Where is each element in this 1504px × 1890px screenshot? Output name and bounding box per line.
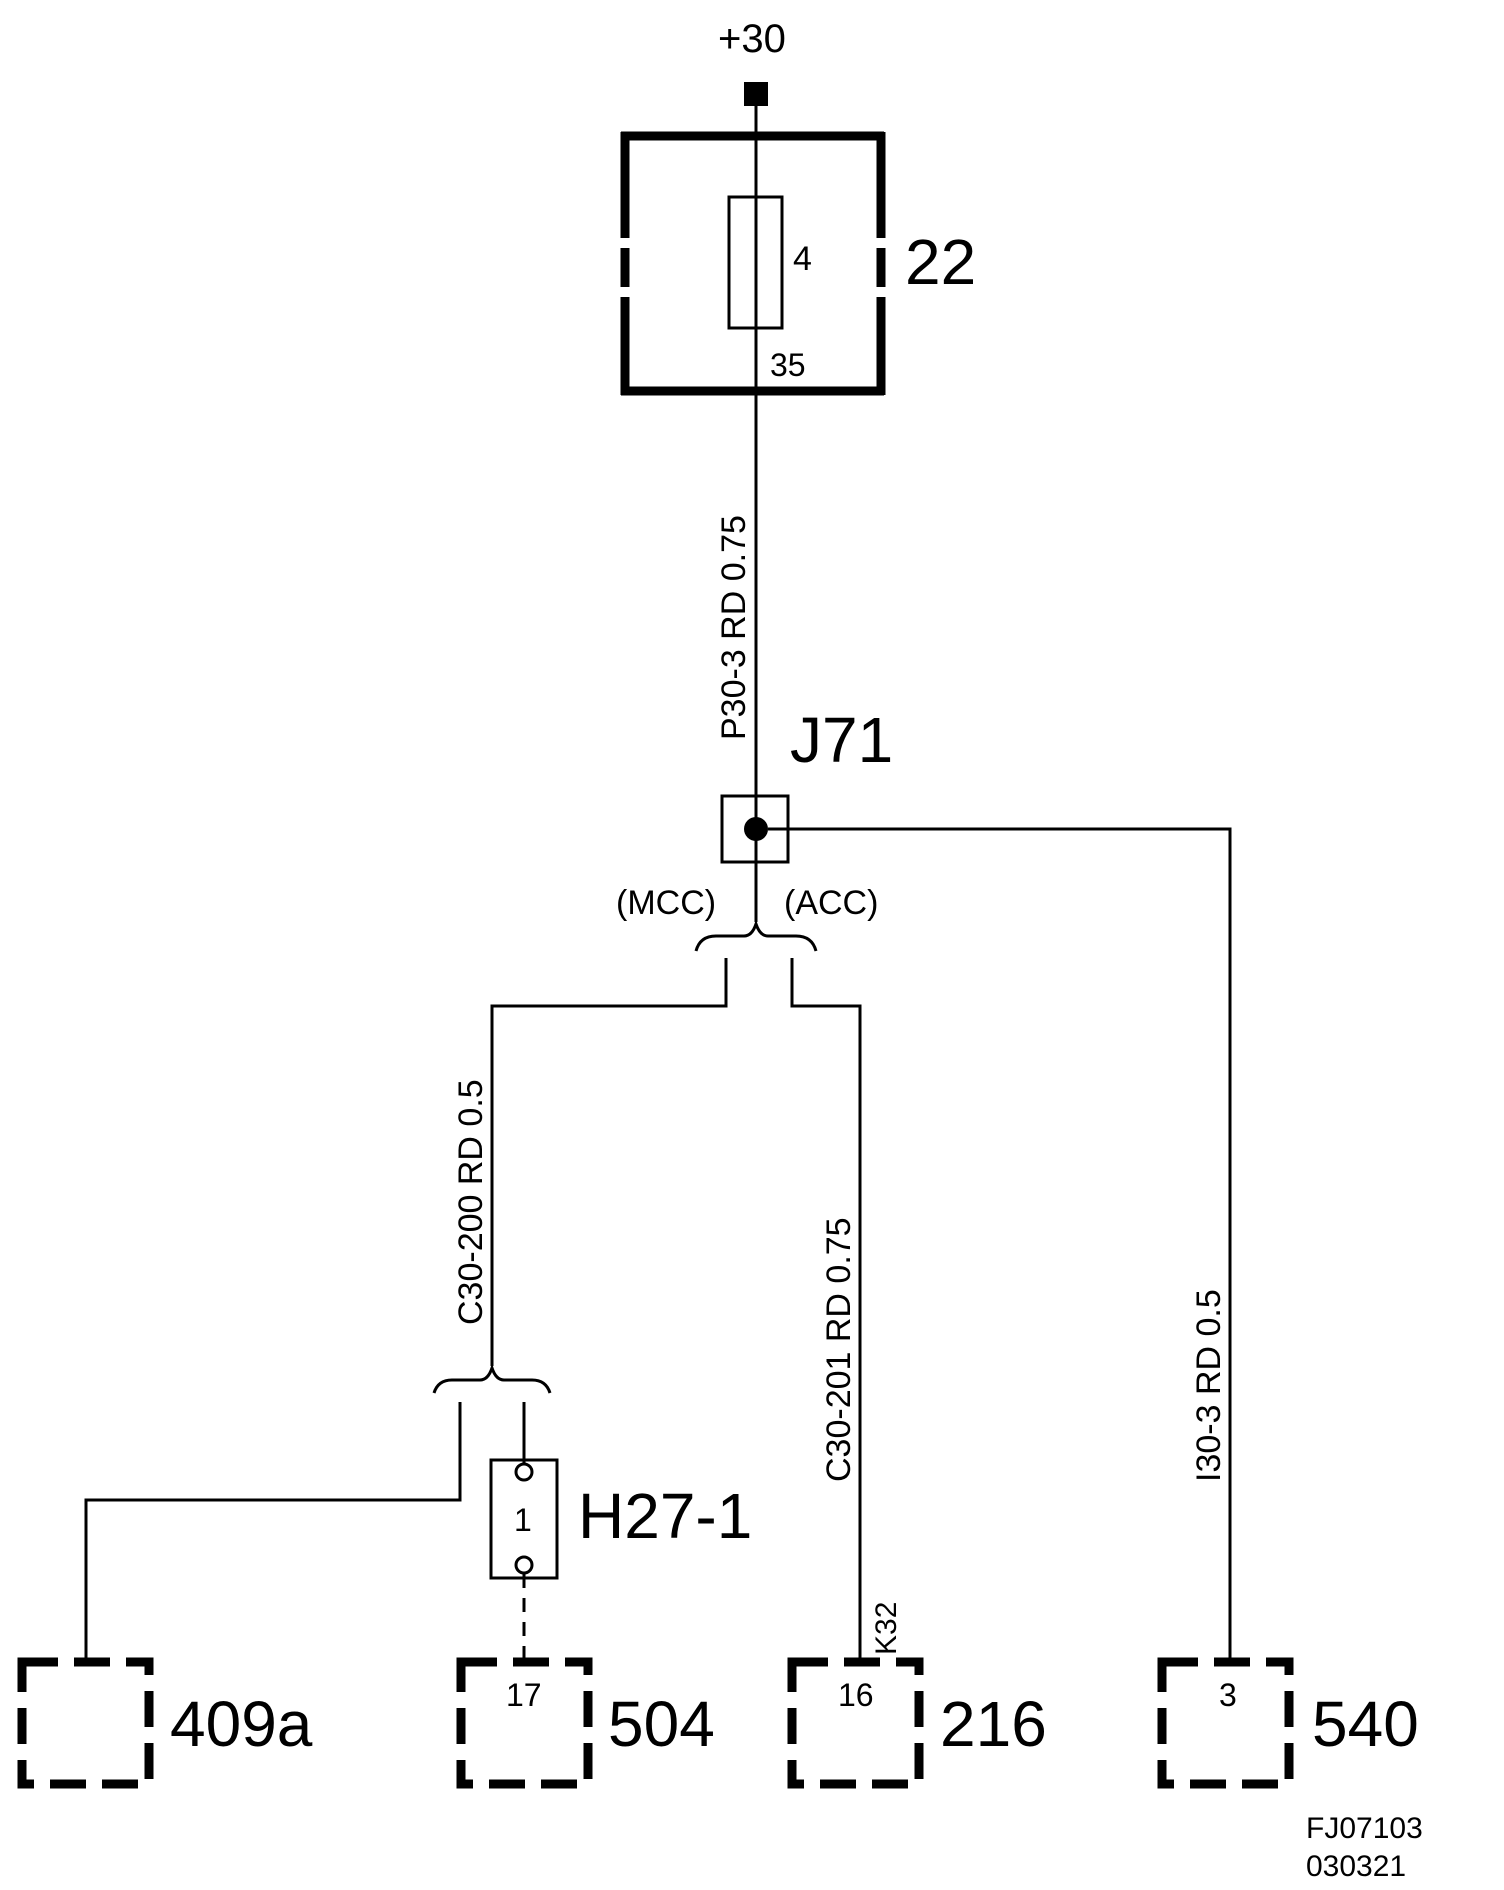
terminal-504-box (456, 1657, 593, 1789)
terminal-409a-id: 409a (170, 1688, 313, 1760)
junction-dot (744, 817, 768, 841)
main-wire-label: P30-3 RD 0.75 (715, 515, 753, 740)
fuse-element (727, 195, 784, 330)
terminal-216-id: 216 (940, 1688, 1047, 1760)
mcc-branch-label: C30-200 RD 0.5 (452, 1079, 490, 1325)
drawing-code-line1: FJ07103 (1306, 1812, 1423, 1845)
supply-label: +30 (718, 17, 786, 61)
fuse-number: 4 (793, 240, 812, 278)
terminal-216-pin: 16 (838, 1677, 874, 1713)
branch-409a-wire (84, 1402, 462, 1662)
fuse-pin: 35 (770, 347, 806, 383)
fuse-box-22 (620, 131, 886, 396)
fuse-box-id: 22 (905, 226, 976, 298)
terminal-409a-box (17, 1657, 154, 1789)
variant-mcc: (MCC) (616, 884, 716, 922)
terminal-504-pin: 17 (506, 1677, 542, 1713)
component-h27-id: H27-1 (578, 1480, 752, 1552)
acc-branch-label: C30-201 RD 0.75 (820, 1217, 858, 1482)
right-branch-wire (768, 827, 1232, 1664)
terminal-216-box (787, 1657, 924, 1789)
h27-pin-bottom (514, 1555, 534, 1575)
component-h27-pin: 1 (514, 1502, 532, 1538)
terminal-540-pin: 3 (1219, 1677, 1237, 1713)
terminal-540-id: 540 (1312, 1688, 1419, 1760)
acc-branch-wire (790, 958, 862, 1664)
connector-k32-label: K32 (870, 1602, 903, 1655)
terminal-504-id: 504 (608, 1688, 715, 1760)
junction-id: J71 (790, 704, 893, 776)
terminal-540-box (1157, 1657, 1294, 1789)
mcc-branch-wire (490, 958, 728, 1366)
h27-pin-top (514, 1462, 534, 1482)
variant-brace-upper (694, 919, 818, 952)
right-branch-label: I30-3 RD 0.5 (1190, 1289, 1228, 1482)
variant-brace-lower (432, 1363, 552, 1394)
variant-acc: (ACC) (784, 884, 878, 922)
drawing-code-line2: 030321 (1306, 1850, 1406, 1883)
